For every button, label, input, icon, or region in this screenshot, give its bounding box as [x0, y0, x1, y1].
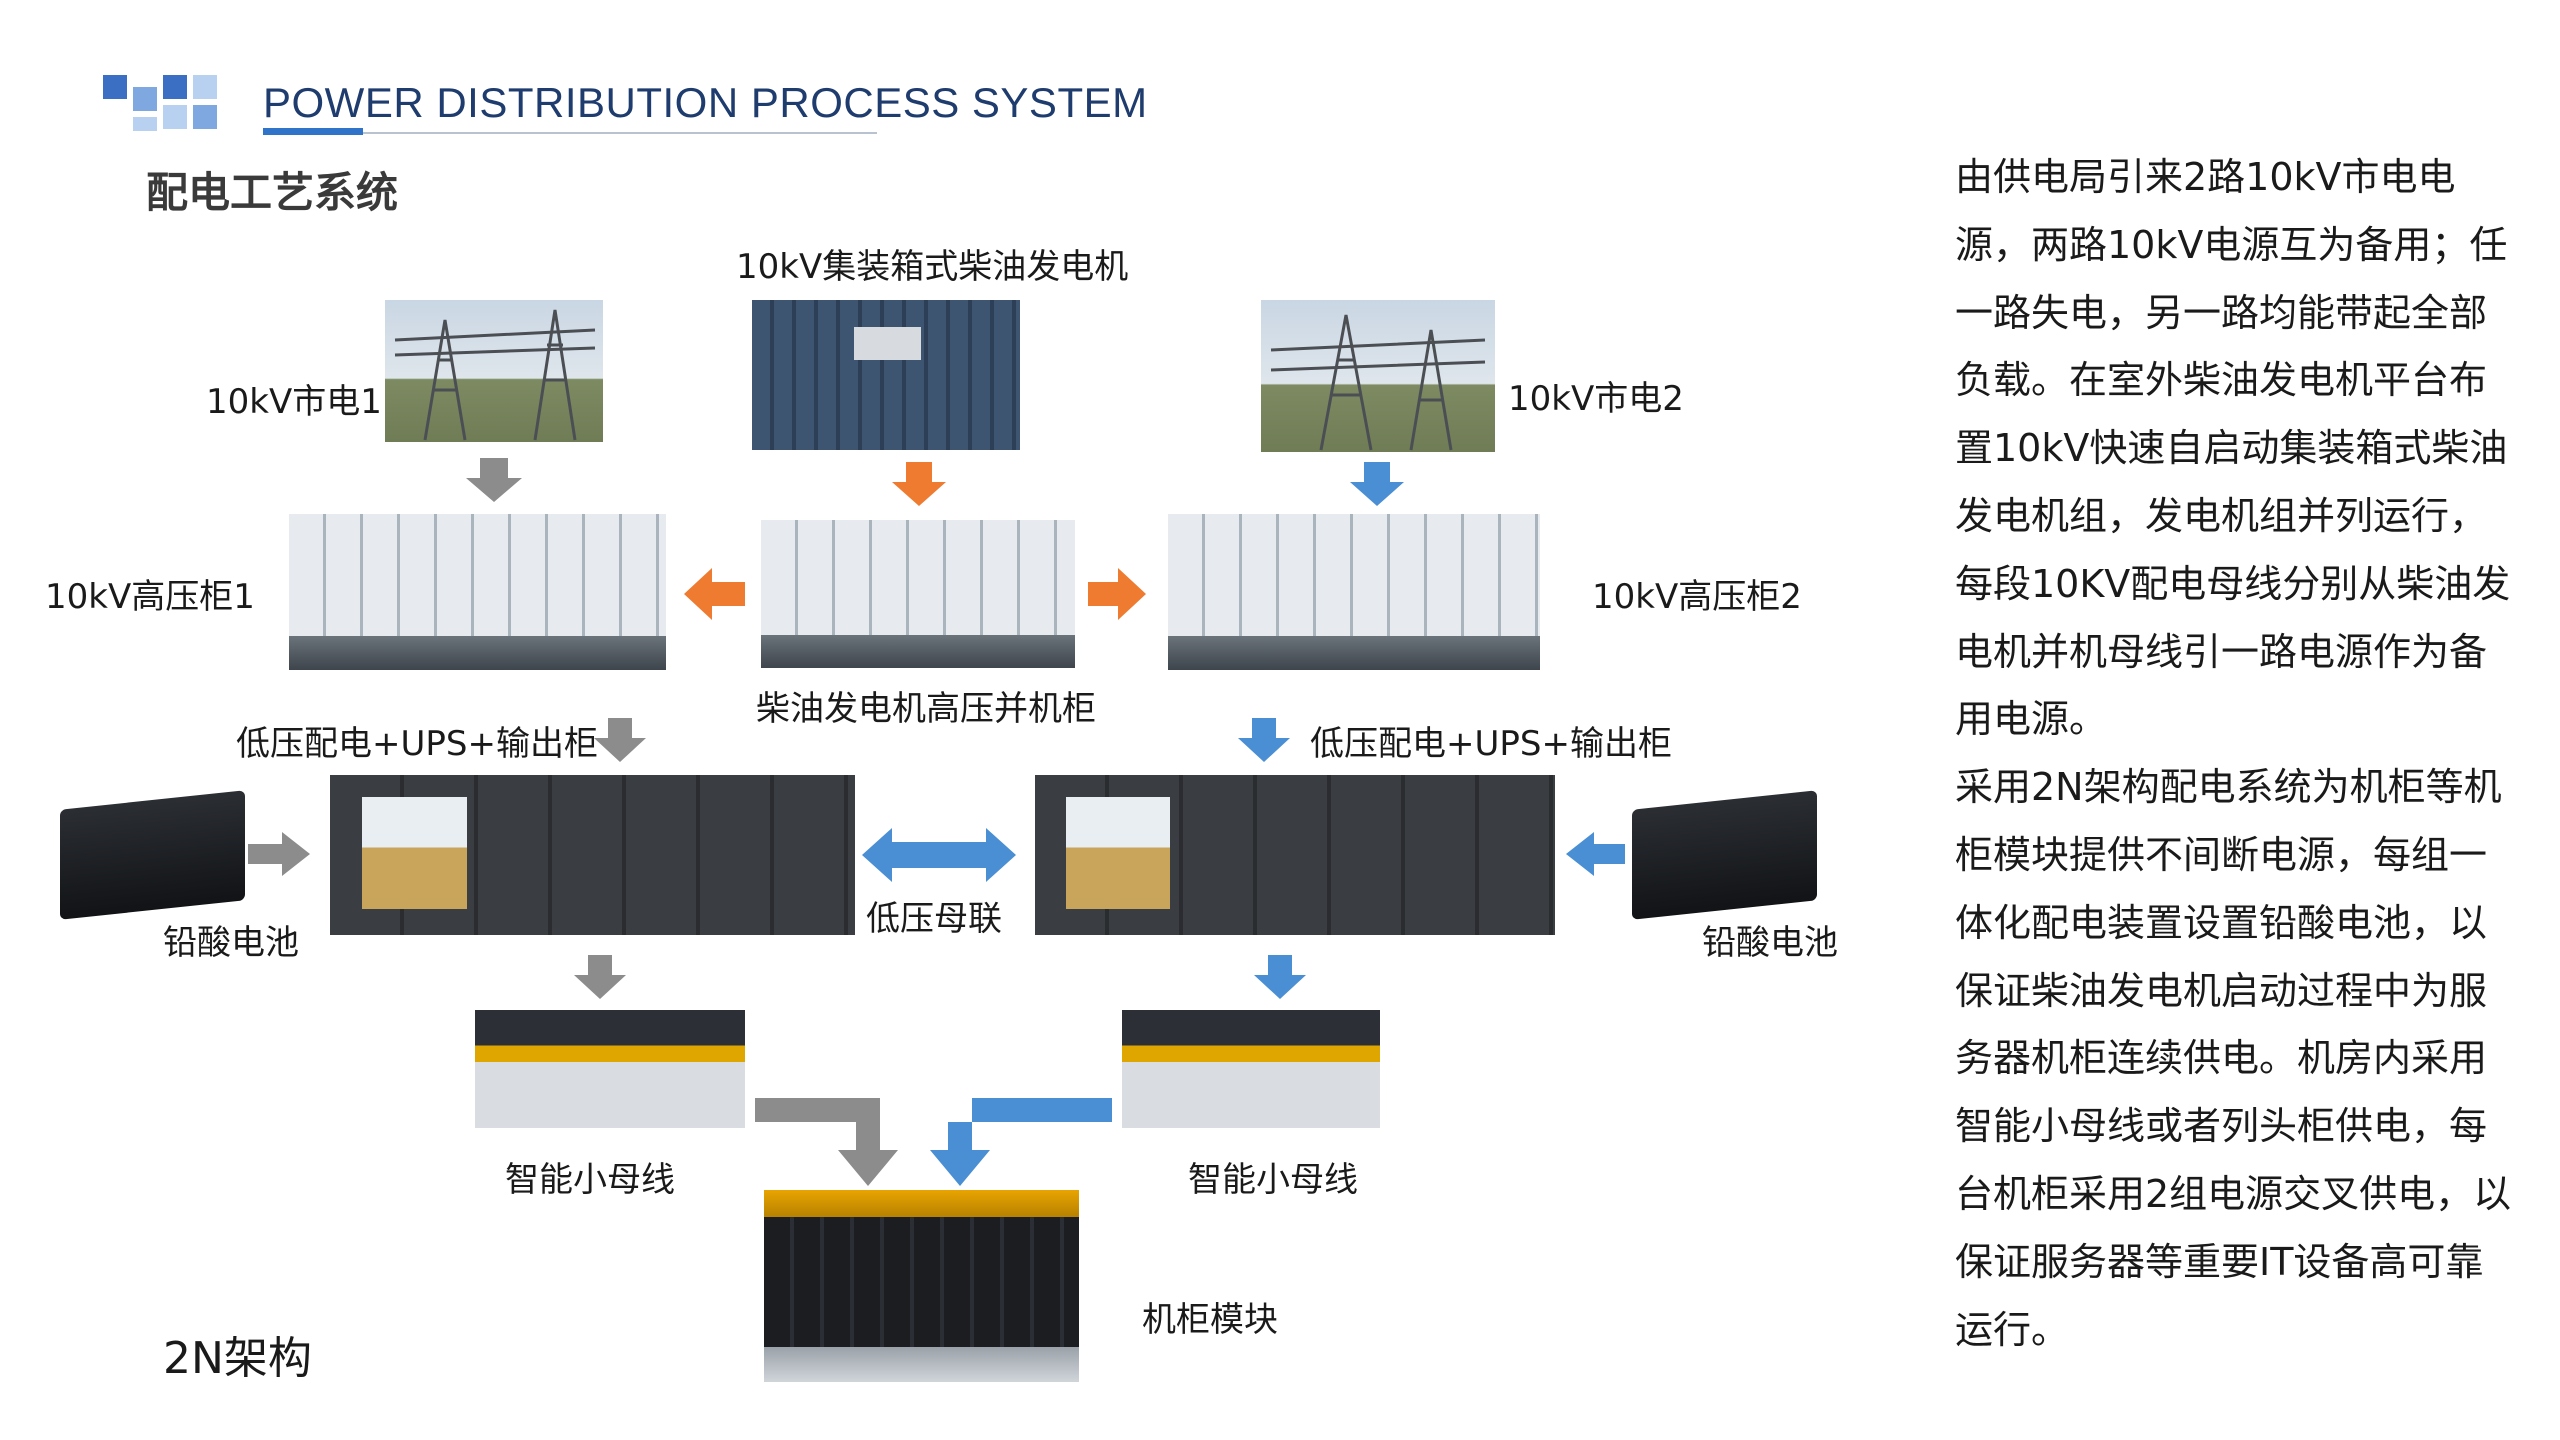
lv-ups-cabinet-right-photo	[1035, 775, 1555, 935]
label-architecture: 2N架构	[163, 1333, 312, 1384]
ups-transformer	[361, 797, 467, 910]
arrow-double-blue	[862, 828, 1016, 882]
arrow-down-blue	[1254, 955, 1306, 999]
arrow-down-grey	[466, 458, 522, 502]
arrow-elbow-grey	[755, 1098, 898, 1186]
logo-square	[193, 105, 217, 129]
arrow-right-grey	[248, 832, 310, 876]
label-rack-module: 机柜模块	[1142, 1300, 1278, 1340]
label-gen-parallel-cabinet: 柴油发电机高压并机柜	[756, 689, 1096, 729]
title-underline-accent	[263, 128, 363, 135]
busway-right-photo	[1122, 1010, 1380, 1128]
page-title-chinese: 配电工艺系统	[146, 168, 399, 217]
arrow-left-blue	[1566, 832, 1625, 876]
generator-window	[853, 327, 921, 360]
label-utility-1: 10kV市电1	[206, 382, 382, 422]
logo-square	[133, 87, 157, 111]
description-text: 由供电局引来2路10kV市电电源，两路10kV电源互为备用；任一路失电，另一路均…	[1955, 144, 2515, 1364]
logo-square	[103, 75, 127, 99]
label-battery-left: 铅酸电池	[163, 923, 299, 963]
arrow-elbow-blue	[930, 1098, 1112, 1186]
logo-square	[163, 105, 187, 129]
hv-cabinet-2-photo	[1168, 514, 1540, 670]
arrow-down-orange	[892, 462, 946, 506]
busway-left-photo	[475, 1010, 745, 1128]
arrow-left-orange	[684, 568, 745, 620]
label-lv-bus-tie: 低压母联	[866, 899, 1002, 939]
label-lv-ups-left: 低压配电+UPS+输出柜	[236, 724, 598, 764]
description-paragraph: 采用2N架构配电系统为机柜等机柜模块提供不间断电源，每组一体化配电装置设置铅酸电…	[1955, 765, 2512, 1352]
logo-mark	[103, 75, 223, 131]
label-lv-ups-right: 低压配电+UPS+输出柜	[1310, 724, 1672, 764]
label-generator: 10kV集装箱式柴油发电机	[736, 247, 1129, 287]
arrow-down-grey	[574, 955, 626, 999]
hv-cabinet-1-photo	[289, 514, 666, 670]
label-battery-right: 铅酸电池	[1702, 923, 1838, 963]
gen-parallel-cabinet-photo	[761, 520, 1075, 668]
arrow-down-blue	[1238, 718, 1290, 762]
label-hv-cabinet-1: 10kV高压柜1	[45, 577, 255, 617]
pylon-icon	[394, 309, 596, 441]
rack-module-photo	[764, 1190, 1079, 1382]
ups-transformer	[1066, 797, 1171, 910]
lv-ups-cabinet-left-photo	[330, 775, 855, 935]
utility-1-substation-photo	[385, 300, 603, 442]
logo-square	[133, 117, 157, 131]
logo-square	[163, 75, 187, 99]
arrow-down-grey	[594, 718, 646, 762]
label-busway-left: 智能小母线	[505, 1160, 675, 1200]
page-title-english: POWER DISTRIBUTION PROCESS SYSTEM	[263, 79, 1148, 126]
label-busway-right: 智能小母线	[1188, 1160, 1358, 1200]
description-paragraph: 由供电局引来2路10kV市电电源，两路10kV电源互为备用；任一路失电，另一路均…	[1955, 155, 2511, 742]
utility-2-substation-photo	[1261, 300, 1495, 452]
arrow-right-orange	[1088, 568, 1146, 620]
pylon-icon	[1270, 314, 1486, 451]
title-underline	[363, 132, 877, 134]
label-utility-2: 10kV市电2	[1508, 379, 1684, 419]
label-hv-cabinet-2: 10kV高压柜2	[1592, 577, 1802, 617]
arrow-down-blue	[1350, 462, 1404, 506]
diesel-generator-container-photo	[752, 300, 1020, 450]
logo-square	[193, 75, 217, 99]
